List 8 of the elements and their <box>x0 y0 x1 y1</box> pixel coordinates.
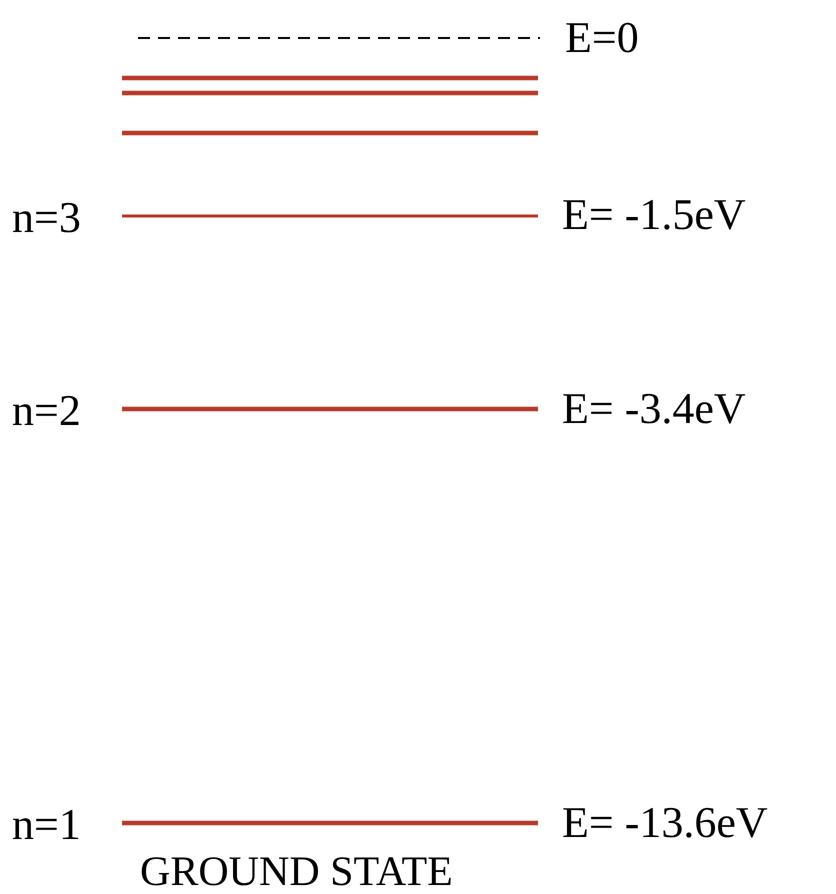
energy-value: E=0 <box>565 16 639 60</box>
level-label: n=2 <box>12 389 81 433</box>
energy-value: E= -1.5eV <box>562 193 746 237</box>
level-label: n=3 <box>12 196 81 240</box>
state-label: GROUND STATE <box>140 851 453 893</box>
level-label: n=1 <box>12 803 81 847</box>
energy-value: E= -13.6eV <box>562 801 768 845</box>
energy-value: E= -3.4eV <box>562 387 746 431</box>
